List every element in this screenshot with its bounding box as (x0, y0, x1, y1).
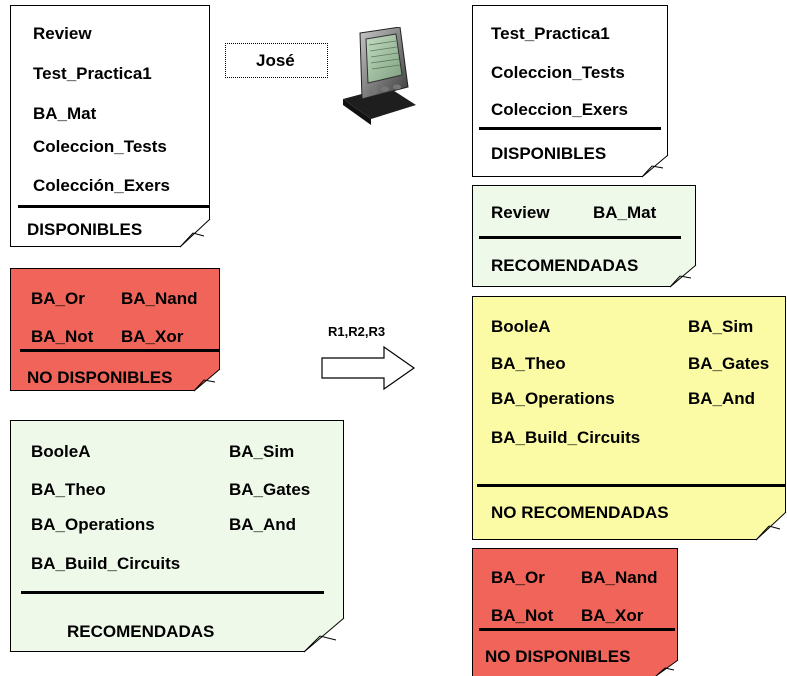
folded-corner-icon (755, 511, 787, 541)
folded-corner-icon (669, 264, 697, 288)
list-item: Test_Practica1 (33, 64, 152, 83)
arrow-label: R1,R2,R3 (328, 324, 386, 339)
list-item: BA_Or (491, 568, 545, 587)
list-item: BA_Gates (229, 480, 311, 499)
user-name-box: José (225, 43, 328, 78)
list-item: BA_Sim (688, 317, 754, 336)
section-label: DISPONIBLES (491, 144, 607, 163)
list-item: BA_Xor (581, 606, 644, 625)
divider (479, 127, 661, 130)
list-item: Coleccion_Exers (491, 100, 629, 119)
section-label: NO DISPONIBLES (485, 647, 631, 666)
left-no-disponibles-note: BA_Or BA_Nand BA_Not BA_Xor NO DISPONIBL… (10, 268, 221, 392)
section-label: RECOMENDADAS (67, 622, 215, 641)
section-label: RECOMENDADAS (491, 256, 639, 275)
folded-corner-icon (641, 154, 669, 178)
list-item: BA_Or (31, 289, 85, 308)
user-name: José (256, 51, 295, 70)
list-item: Colección_Exers (33, 176, 171, 195)
list-item: BA_Nand (581, 568, 658, 587)
right-arrow-icon (321, 345, 416, 391)
list-item: Coleccion_Tests (33, 137, 167, 156)
list-item: BA_And (229, 515, 297, 534)
left-disponibles-note: Review Test_Practica1 BA_Mat Coleccion_T… (10, 5, 211, 248)
list-item: BA_Theo (491, 354, 566, 373)
list-item: BA_Build_Circuits (491, 428, 641, 447)
list-item: Review (491, 203, 550, 222)
folded-corner-icon (655, 659, 679, 676)
list-item: BA_Gates (688, 354, 770, 373)
right-no-recomendadas-note: BooleA BA_Sim BA_Theo BA_Gates BA_Operat… (472, 296, 787, 541)
left-recomendadas-note: BooleA BA_Sim BA_Theo BA_Gates BA_Operat… (10, 420, 345, 653)
list-item: BA_Mat (33, 104, 97, 123)
folded-corner-icon (193, 368, 221, 392)
right-no-disponibles-note: BA_Or BA_Nand BA_Not BA_Xor NO DISPONIBL… (472, 548, 679, 676)
list-item: BA_Build_Circuits (31, 554, 181, 573)
list-item: BA_Theo (31, 480, 106, 499)
right-recomendadas-note: Review BA_Mat RECOMENDADAS (472, 185, 697, 288)
pda-device-icon (343, 27, 416, 125)
list-item: BooleA (31, 442, 91, 461)
section-label: DISPONIBLES (27, 220, 143, 239)
section-label: NO DISPONIBLES (27, 368, 173, 387)
divider (479, 236, 681, 239)
folded-corner-icon (303, 617, 345, 653)
section-label: NO RECOMENDADAS (491, 503, 669, 522)
list-item: Coleccion_Tests (491, 63, 625, 82)
divider (20, 349, 219, 352)
divider (18, 205, 209, 208)
divider (477, 484, 785, 487)
list-item: Review (33, 24, 92, 43)
list-item: Test_Practica1 (491, 24, 610, 43)
list-item: BA_And (688, 389, 756, 408)
list-item: BA_Operations (491, 389, 615, 408)
list-item: BA_Mat (593, 203, 657, 222)
right-disponibles-note: Test_Practica1 Coleccion_Tests Coleccion… (472, 5, 669, 178)
divider (21, 591, 324, 594)
list-item: BA_Not (491, 606, 554, 625)
folded-corner-icon (179, 218, 211, 248)
list-item: BooleA (491, 317, 551, 336)
list-item: BA_Sim (229, 442, 295, 461)
list-item: BA_Xor (121, 327, 184, 346)
list-item: BA_Nand (121, 289, 198, 308)
list-item: BA_Operations (31, 515, 155, 534)
divider (479, 628, 675, 631)
list-item: BA_Not (31, 327, 94, 346)
